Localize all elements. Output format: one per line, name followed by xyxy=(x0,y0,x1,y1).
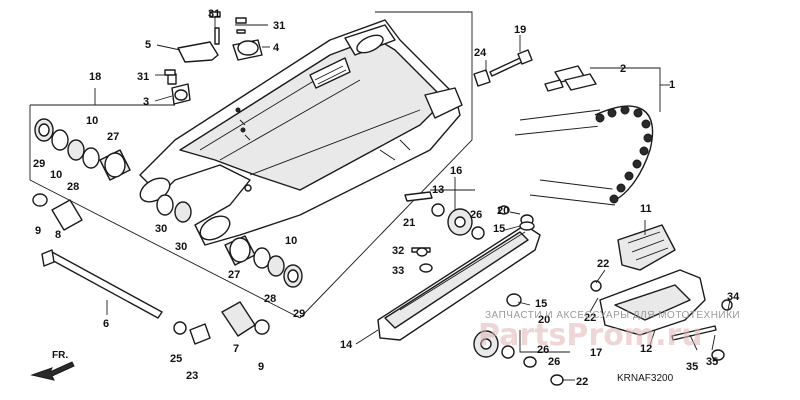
callout-20-a: 20 xyxy=(497,205,509,217)
callout-22-a: 22 xyxy=(597,258,609,270)
callout-26-a: 26 xyxy=(470,209,482,221)
chain-guide xyxy=(590,224,733,361)
callout-28-b: 28 xyxy=(264,293,276,305)
callout-27-a: 27 xyxy=(107,131,119,143)
callout-30-a: 30 xyxy=(155,223,167,235)
callout-7: 7 xyxy=(233,343,239,355)
callout-2: 2 xyxy=(620,63,626,75)
callout-19: 19 xyxy=(514,24,526,36)
callout-17: 17 xyxy=(590,347,602,359)
callout-25: 25 xyxy=(170,353,182,365)
callout-5: 5 xyxy=(145,39,151,51)
pivot-bolt xyxy=(32,193,270,345)
callout-35-a: 35 xyxy=(686,361,698,373)
callout-24: 24 xyxy=(474,47,487,59)
callout-9-left: 9 xyxy=(35,225,41,237)
watermark-text: ЗАПЧАСТИ И АКСЕССУАРЫ ДЛЯ МОТОТЕХНИКИ xyxy=(485,310,740,321)
callout-12: 12 xyxy=(640,343,652,355)
chain-links xyxy=(595,105,653,204)
callout-11: 11 xyxy=(640,203,652,215)
callout-6: 6 xyxy=(103,318,109,330)
callout-labels: 1 2 3 4 5 6 7 8 9 9 10 10 10 11 12 13 14… xyxy=(33,8,740,388)
chain-roller-lower xyxy=(473,293,564,386)
callout-14: 14 xyxy=(340,339,353,351)
callout-21: 21 xyxy=(403,217,415,229)
callout-31-b: 31 xyxy=(273,20,285,32)
watermark-logo: PartsProm.ru xyxy=(478,318,703,353)
callout-8: 8 xyxy=(55,229,61,241)
callout-35-b: 35 xyxy=(706,356,718,368)
swingarm xyxy=(139,19,463,246)
callout-4: 4 xyxy=(273,42,280,54)
callout-16: 16 xyxy=(450,165,462,177)
chain-roller-upper xyxy=(404,191,535,240)
callout-18: 18 xyxy=(89,71,101,83)
callout-31-a: 31 xyxy=(208,8,220,20)
callout-22-c: 22 xyxy=(576,376,588,388)
callout-10-c: 10 xyxy=(285,235,297,247)
callout-3: 3 xyxy=(143,96,149,108)
callout-9-right: 9 xyxy=(258,361,264,373)
front-label: FR. xyxy=(52,350,68,361)
callout-22-b: 22 xyxy=(584,312,596,324)
callout-10-b: 10 xyxy=(50,169,62,181)
callout-30-b: 30 xyxy=(175,241,187,253)
pivot-bearings-left xyxy=(34,118,131,181)
callout-29-a: 29 xyxy=(33,158,45,170)
callout-20-b: 20 xyxy=(538,314,550,326)
chain-adjuster-bolt xyxy=(473,49,533,87)
callout-28-a: 28 xyxy=(67,181,79,193)
callout-15-a: 15 xyxy=(493,223,505,235)
callout-23: 23 xyxy=(186,370,198,382)
callout-26-c: 26 xyxy=(548,356,560,368)
diagram-code: KRNAF3200 xyxy=(617,373,674,384)
hose-guide-brackets xyxy=(167,27,263,105)
callout-13: 13 xyxy=(432,184,444,196)
callout-34: 34 xyxy=(727,291,740,303)
leader-lines xyxy=(30,17,731,381)
callout-33: 33 xyxy=(392,265,404,277)
small-bolts xyxy=(164,11,510,257)
callout-1: 1 xyxy=(669,79,675,91)
callout-32: 32 xyxy=(392,245,404,257)
callout-26-b: 26 xyxy=(537,344,549,356)
pivot-bearings-right xyxy=(156,194,303,288)
callout-10-a: 10 xyxy=(86,115,98,127)
drive-chain xyxy=(514,65,654,206)
callout-29-b: 29 xyxy=(293,308,305,320)
front-arrow xyxy=(30,361,75,381)
callout-31-c: 31 xyxy=(137,71,149,83)
callout-27-b: 27 xyxy=(228,269,240,281)
callout-15-b: 15 xyxy=(535,298,547,310)
